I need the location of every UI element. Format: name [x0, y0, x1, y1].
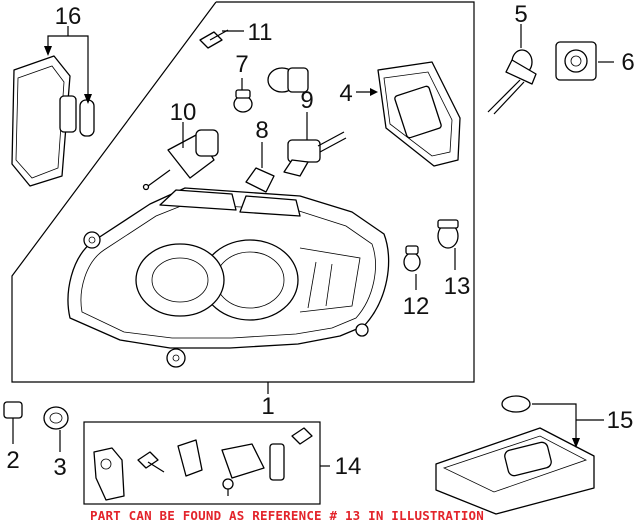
- callout-15: 15: [607, 407, 634, 434]
- part-5-hid-bulb: [487, 24, 537, 115]
- part-6-socket: [555, 41, 614, 81]
- part-11-screw: [199, 29, 244, 49]
- part-10-leveling-motor: [142, 122, 219, 191]
- part-3-grommet: [43, 406, 69, 452]
- assembly-frame: [11, 1, 475, 394]
- part-14-repair-kit: [83, 421, 330, 505]
- callout-2: 2: [6, 447, 19, 474]
- bulb-socket: [267, 67, 309, 93]
- callout-16: 16: [55, 3, 82, 30]
- callout-11: 11: [248, 19, 273, 46]
- callout-5: 5: [514, 1, 527, 28]
- callout-12: 12: [403, 293, 430, 320]
- part-12-bulb: [403, 245, 421, 290]
- callout-1: 1: [261, 393, 274, 420]
- part-7-bulb: [233, 78, 253, 113]
- callout-7: 7: [235, 51, 248, 78]
- part-8-bulb: [245, 142, 275, 193]
- callout-8: 8: [255, 117, 268, 144]
- headlamp-housing: [67, 187, 390, 368]
- reference-notice: PART CAN BE FOUND AS REFERENCE # 13 IN I…: [90, 508, 484, 523]
- part-13-bulb: [437, 219, 459, 270]
- part-16-control-module: [11, 26, 95, 187]
- callout-14: 14: [335, 453, 362, 480]
- callout-6: 6: [621, 49, 634, 76]
- part-15-ballast: [435, 395, 604, 515]
- callout-3: 3: [53, 454, 66, 481]
- part-9-socket: [283, 112, 347, 177]
- part-4-rear-cover: [356, 61, 461, 167]
- callout-13: 13: [444, 273, 471, 300]
- callout-4: 4: [339, 80, 352, 107]
- part-2-bolt: [3, 401, 23, 444]
- callout-9: 9: [300, 87, 313, 114]
- callout-10: 10: [170, 99, 197, 126]
